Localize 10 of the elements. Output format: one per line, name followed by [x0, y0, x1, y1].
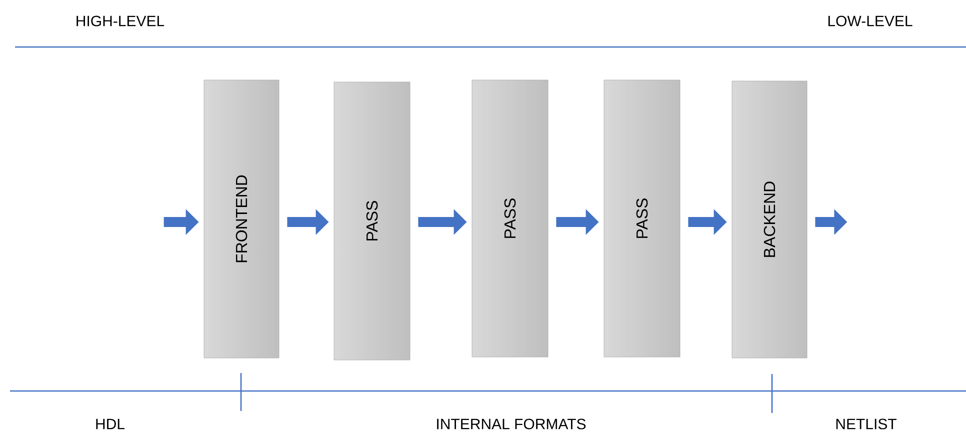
level-label: LOW-LEVEL [828, 16, 912, 26]
process-box: BACKEND [732, 80, 808, 358]
process-box: FRONTEND [204, 80, 280, 358]
process-box: PASS [604, 80, 680, 358]
level-label: HIGH-LEVEL [76, 16, 164, 26]
level-label: INTERNAL FORMATS [437, 418, 586, 430]
level-label: NETLIST [836, 418, 896, 430]
process-box: PASS [334, 82, 410, 360]
process-box: PASS [472, 80, 548, 358]
level-label: HDL [96, 418, 124, 430]
